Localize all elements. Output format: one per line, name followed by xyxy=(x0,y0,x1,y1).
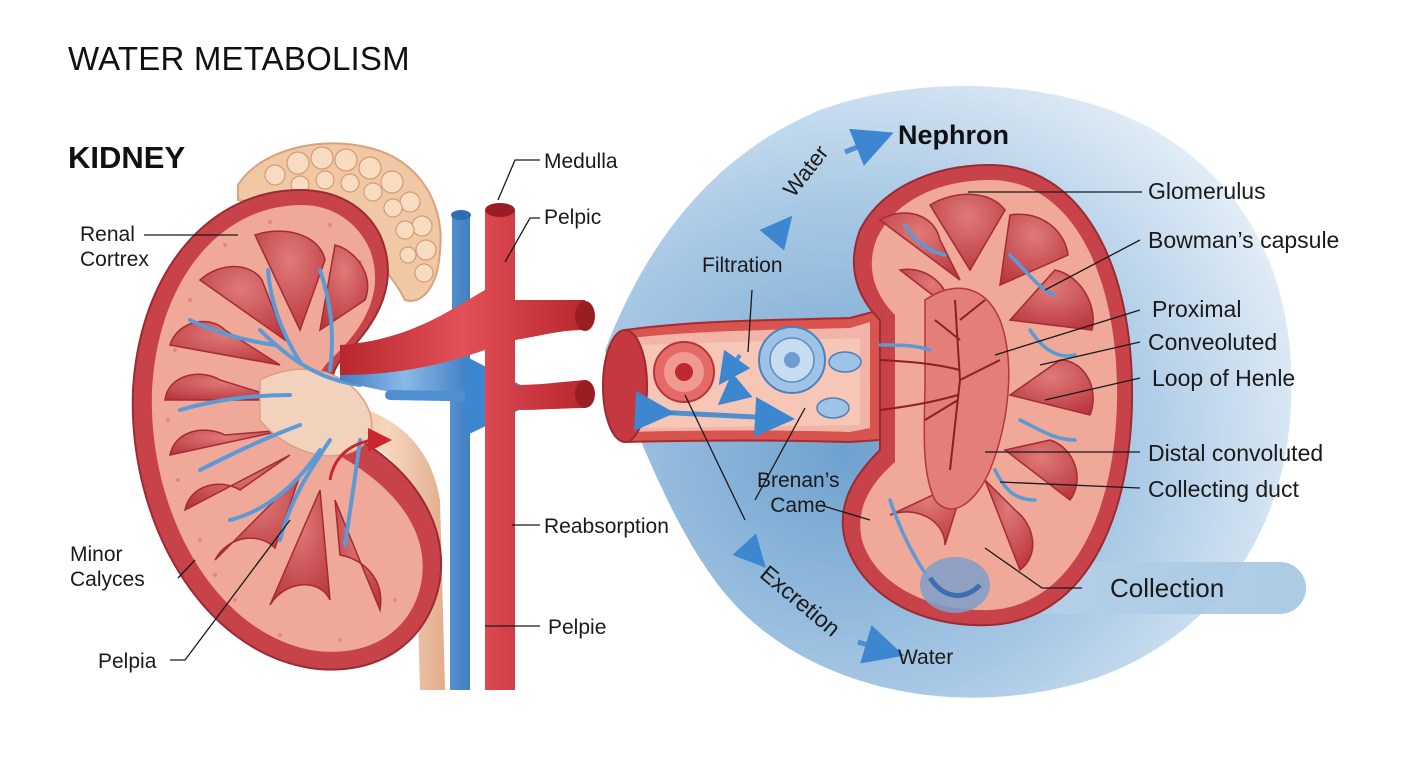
kidney-veins xyxy=(178,268,362,547)
collection-label: Collection xyxy=(1110,573,1225,603)
minor-calyces-label: Minor Calyces xyxy=(70,542,145,592)
ureter xyxy=(330,400,445,690)
nephron-blue-ducts xyxy=(878,223,1077,582)
nephron-pyramids xyxy=(878,193,1094,572)
water-left-arrow xyxy=(759,215,793,251)
pelpia-label: Pelpia xyxy=(98,650,157,673)
nephron-vessels xyxy=(879,299,1001,471)
kidney-heading: KIDNEY xyxy=(68,140,186,175)
brenans-came-label-line1: Brenan’s xyxy=(757,469,840,492)
distal-convoluted-label: Distal convoluted xyxy=(1148,440,1324,466)
brenans-came-label-line2: Came xyxy=(770,494,827,517)
conveoluted-label: Conveoluted xyxy=(1148,329,1278,355)
glomerulus-label: Glomerulus xyxy=(1148,178,1266,204)
reabsorption-label: Reabsorption xyxy=(544,515,669,538)
nephron-kidney-section xyxy=(841,163,1134,627)
medullary-pyramids xyxy=(164,230,382,613)
renal-vein xyxy=(340,215,470,690)
water-up-arrow xyxy=(844,128,894,166)
nephron-heading: Nephron xyxy=(898,120,1009,150)
medulla-label: Medulla xyxy=(544,150,618,173)
water-bottom-label: Water xyxy=(898,646,954,669)
collecting-duct-label: Collecting duct xyxy=(1148,476,1299,502)
filtration-label: Filtration xyxy=(702,254,783,277)
brenans-came-label: Brenan’s Came xyxy=(757,468,840,518)
page-title: WATER METABOLISM xyxy=(68,40,410,77)
loop-of-henle-label: Loop of Henle xyxy=(1152,365,1296,391)
bowmans-capsule-label: Bowman’s capsule xyxy=(1148,227,1340,253)
pelpie-label: Pelpie xyxy=(548,616,607,639)
minor-calyces-label-line1: Minor xyxy=(70,543,123,566)
pelpic-label: Pelpic xyxy=(544,206,602,229)
minor-calyces-label-line2: Calyces xyxy=(70,568,145,591)
renal-cortex-label: Renal Cortrex xyxy=(80,222,149,272)
renal-cortex-label-line2: Cortrex xyxy=(80,248,149,271)
aorta xyxy=(340,210,585,690)
proximal-label: Proximal xyxy=(1152,296,1242,322)
water-bottom-arrow xyxy=(857,625,905,664)
excretion-arrow xyxy=(732,533,766,568)
leader-lines xyxy=(144,159,1142,661)
nephron-tube xyxy=(602,308,881,444)
kidney-red-arrow xyxy=(328,428,392,481)
renal-cortex-label-line1: Renal xyxy=(80,223,135,246)
kidney-illustration xyxy=(131,142,595,690)
